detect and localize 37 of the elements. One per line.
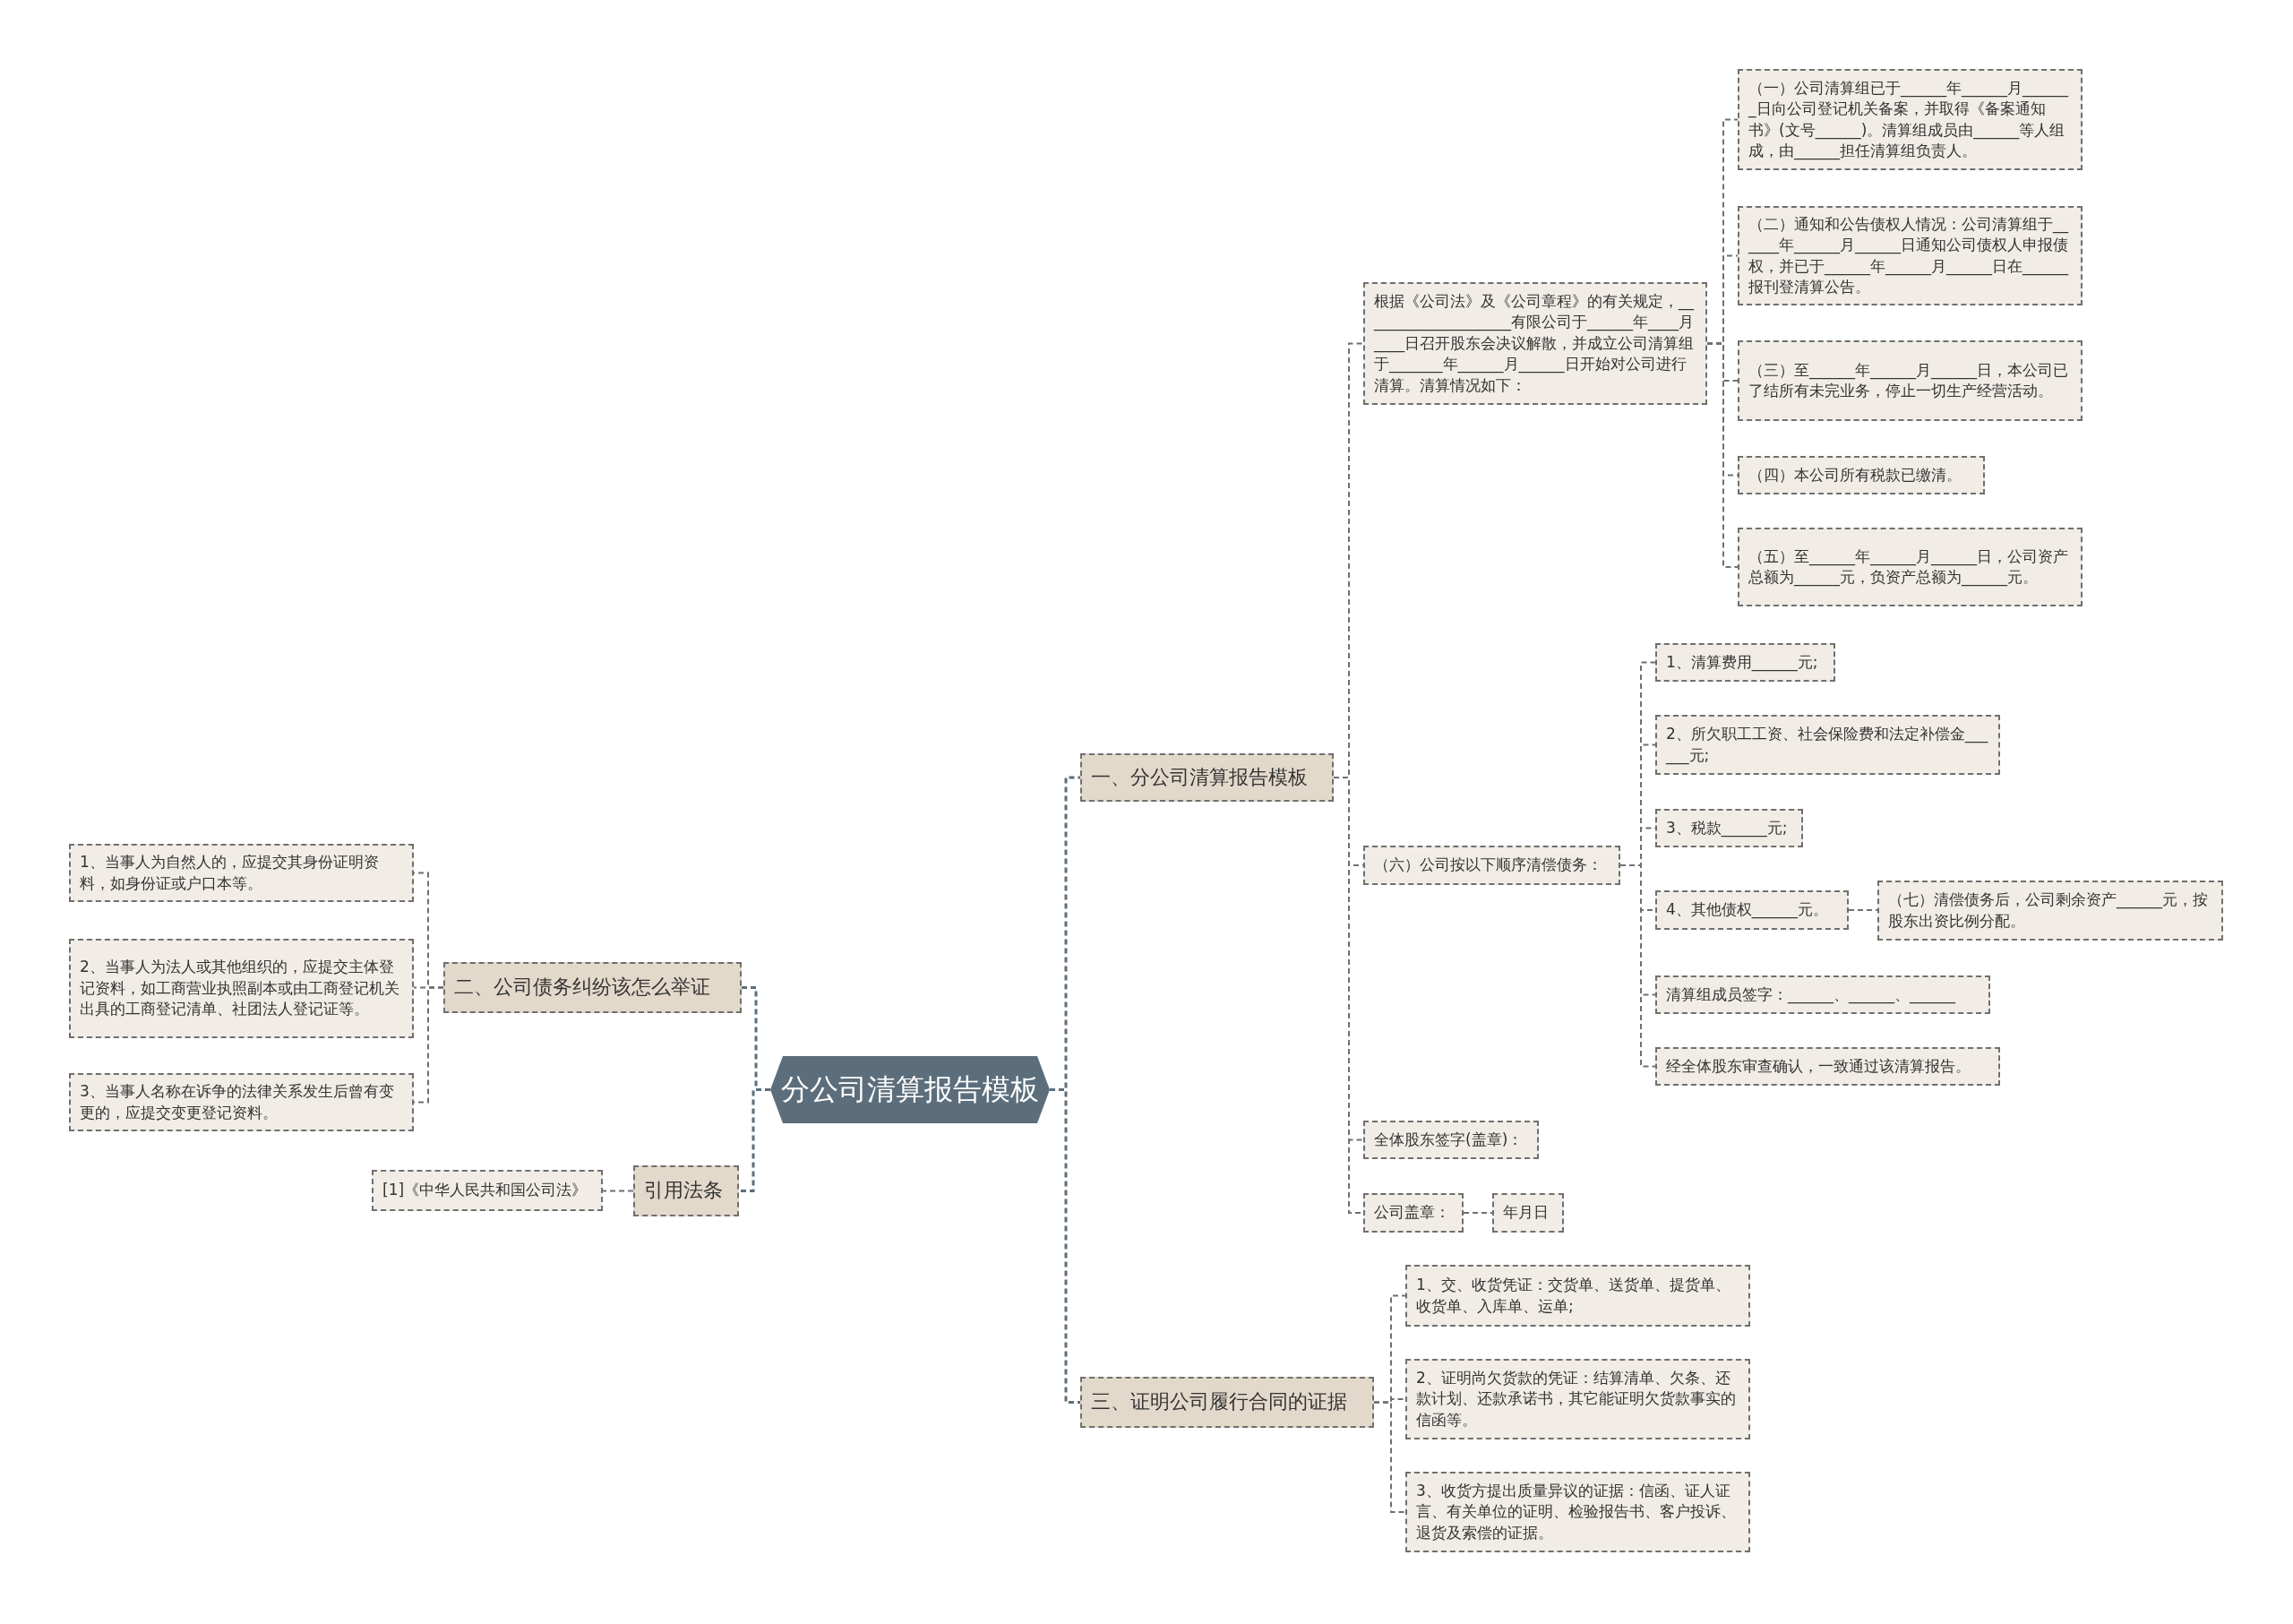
connector-line <box>1463 1212 1493 1214</box>
branch-topic-box: 一、分公司清算报告模板 <box>1080 753 1334 802</box>
connector-line <box>739 1088 770 1192</box>
subtopic-box: 3、税款______元; <box>1655 809 1803 847</box>
subtopic-box: （六）公司按以下顺序清偿债务： <box>1363 846 1620 885</box>
branch-topic-box: 二、公司债务纠纷该怎么举证 <box>443 962 742 1013</box>
subtopic-box: 2、所欠职工工资、社会保险费和法定补偿金______元; <box>1655 715 2000 775</box>
subtopic-box: 1、当事人为自然人的，应提交其身份证明资料，如身份证或户口本等。 <box>69 844 414 902</box>
branch-topic-box: 引用法条 <box>633 1165 739 1216</box>
connector-line <box>1619 864 1656 1068</box>
subtopic-box: 4、其他债权______元。 <box>1655 890 1849 930</box>
subtopic-box: [1]《中华人民共和国公司法》 <box>372 1170 603 1211</box>
subtopic-box: （七）清偿债务后，公司剩余资产______元，按股东出资比例分配。 <box>1877 881 2223 941</box>
subtopic-box: 全体股东签字(盖章)： <box>1363 1121 1539 1159</box>
connector-line <box>1050 1088 1080 1404</box>
subtopic-box: 清算组成员签字：______、______、______ <box>1655 975 1990 1014</box>
subtopic-box: 2、证明尚欠货款的凭证：结算清单、欠条、还款计划、还款承诺书，其它能证明欠货款事实的信函等。 <box>1405 1359 1750 1439</box>
connector-line <box>1848 909 1878 911</box>
subtopic-box: （二）通知和公告债权人情况：公司清算组于______年______月______日通知公司债权人申报债权，并已于______年______月______日在______报刊登清算公告。 <box>1738 206 2083 305</box>
subtopic-box: （三）至______年______月______日，本公司已了结所有未完业务，停止一切生产经营活动。 <box>1738 340 2083 421</box>
subtopic-box: 公司盖章： <box>1363 1193 1464 1233</box>
subtopic-box: （四）本公司所有税款已缴清。 <box>1738 456 1985 494</box>
subtopic-box: 3、当事人名称在诉争的法律关系发生后曾有变更的，应提交变更登记资料。 <box>69 1073 414 1131</box>
connector-line <box>1706 342 1739 568</box>
connector-line <box>1373 1401 1406 1513</box>
central-topic-hexagon: 分公司清算报告模板 <box>770 1056 1050 1123</box>
subtopic-box: 2、当事人为法人或其他组织的，应提交主体登记资料，如工商营业执照副本或由工商登记机关出具的工商登记清单、社团法人登记证等。 <box>69 939 414 1038</box>
subtopic-box: 1、清算费用______元; <box>1655 643 1835 682</box>
subtopic-box: （五）至______年______月______日，公司资产总额为______元，负资产总额为______元。 <box>1738 528 2083 606</box>
subtopic-box: （一）公司清算组已于______年______月_______日向公司登记机关备案，并取得《备案通知书》(文号______)。清算组成员由______等人组成，由______担任清算组负责人。 <box>1738 69 2083 170</box>
subtopic-box: 根据《公司法》及《公司章程》的有关规定，____________________有限公司于______年____月____日召开股东会决议解散，并成立公司清算组于_______年______月______日开始对公司进行清算。清算情况如下： <box>1363 282 1707 405</box>
subtopic-box: 年月日 <box>1492 1193 1564 1233</box>
subtopic-box: 3、收货方提出质量异议的证据：信函、证人证言、有关单位的证明、检验报告书、客户投诉、退货及索偿的证据。 <box>1405 1472 1750 1552</box>
subtopic-box: 1、交、收货凭证：交货单、送货单、提货单、收货单、入库单、运单; <box>1405 1265 1750 1327</box>
subtopic-box: 经全体股东审查确认，一致通过该清算报告。 <box>1655 1047 2000 1086</box>
connector-line <box>602 1190 634 1192</box>
branch-topic-box: 三、证明公司履行合同的证据 <box>1080 1377 1374 1428</box>
